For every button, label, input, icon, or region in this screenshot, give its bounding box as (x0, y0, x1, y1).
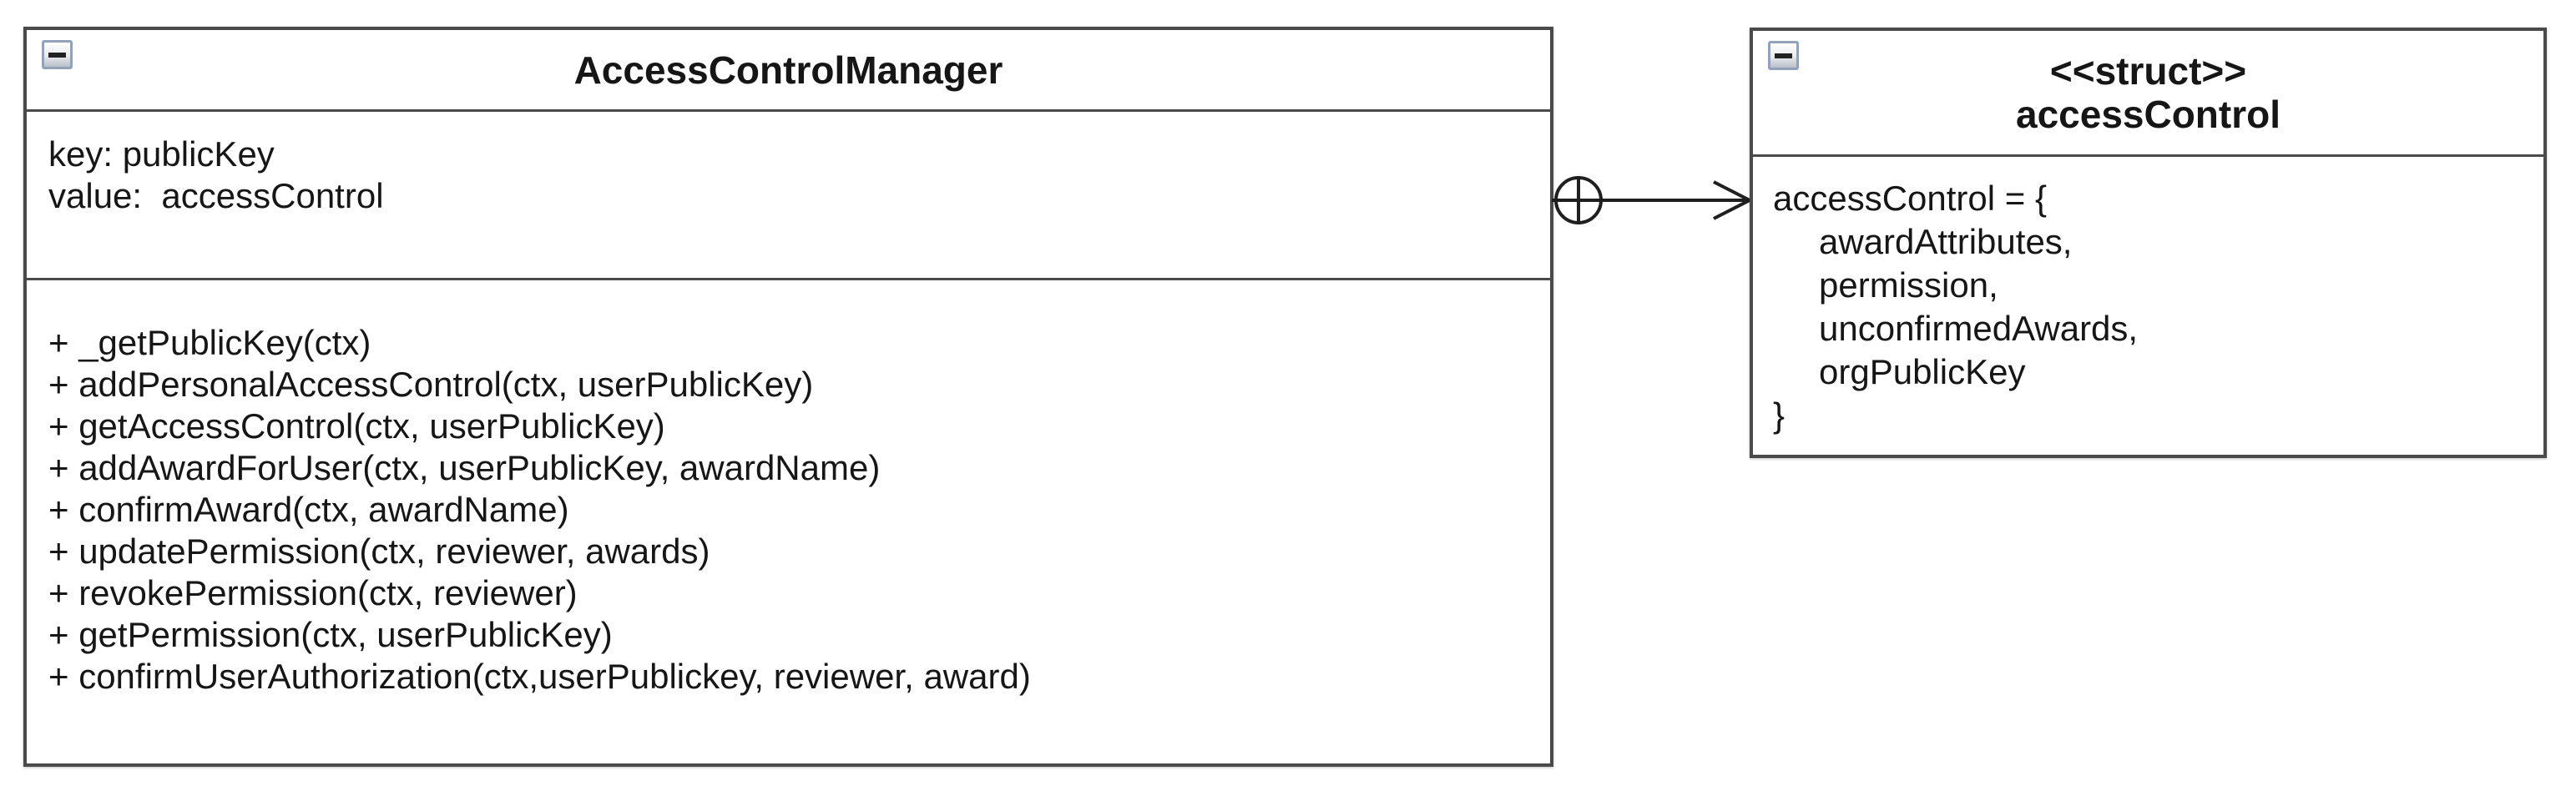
struct-body-line: } (1773, 395, 1786, 435)
method-line: + _getPublicKey(ctx) (48, 323, 371, 362)
struct-body-line: orgPublicKey (1819, 352, 2026, 391)
method-line: + addAwardForUser(ctx, userPublicKey, aw… (48, 448, 881, 487)
methods-compartment: + _getPublicKey(ctx) + addPersonalAccess… (27, 280, 1550, 763)
class-header: AccessControlManager (27, 30, 1550, 112)
method-line: + revokePermission(ctx, reviewer) (48, 573, 578, 612)
class-title: AccessControlManager (573, 48, 1003, 92)
struct-title: accessControl (2015, 93, 2281, 136)
struct-header: <<struct>> accessControl (1753, 31, 2543, 157)
collapse-toggle-icon[interactable] (1768, 41, 1799, 70)
attributes-compartment: key: publicKey value: accessControl (27, 112, 1550, 280)
collapse-toggle-icon[interactable] (42, 40, 73, 69)
method-line: + confirmAward(ctx, awardName) (48, 490, 569, 529)
method-line: + getPermission(ctx, userPublicKey) (48, 615, 613, 654)
struct-stereotype: <<struct>> (2049, 49, 2247, 93)
method-line: + addPersonalAccessControl(ctx, userPubl… (48, 365, 814, 404)
struct-body-compartment: accessControl = { awardAttributes, permi… (1753, 157, 2543, 455)
struct-body-line: permission, (1819, 265, 1998, 305)
class-box-access-control-manager: AccessControlManager key: publicKey valu… (23, 27, 1553, 767)
attribute-line: value: accessControl (48, 176, 384, 215)
containment-connector (1552, 176, 1754, 224)
minus-icon (48, 52, 66, 58)
method-line: + updatePermission(ctx, reviewer, awards… (48, 531, 710, 571)
struct-body-line: awardAttributes, (1819, 222, 2073, 261)
struct-box-access-control: <<struct>> accessControl accessControl =… (1750, 28, 2547, 458)
method-line: + getAccessControl(ctx, userPublicKey) (48, 406, 665, 446)
struct-body-line: accessControl = { (1773, 179, 2048, 218)
method-line: + confirmUserAuthorization(ctx,userPubli… (48, 657, 1031, 696)
struct-body-line: unconfirmedAwards, (1819, 309, 2139, 348)
attribute-line: key: publicKey (48, 134, 275, 174)
minus-icon (1775, 53, 1792, 58)
